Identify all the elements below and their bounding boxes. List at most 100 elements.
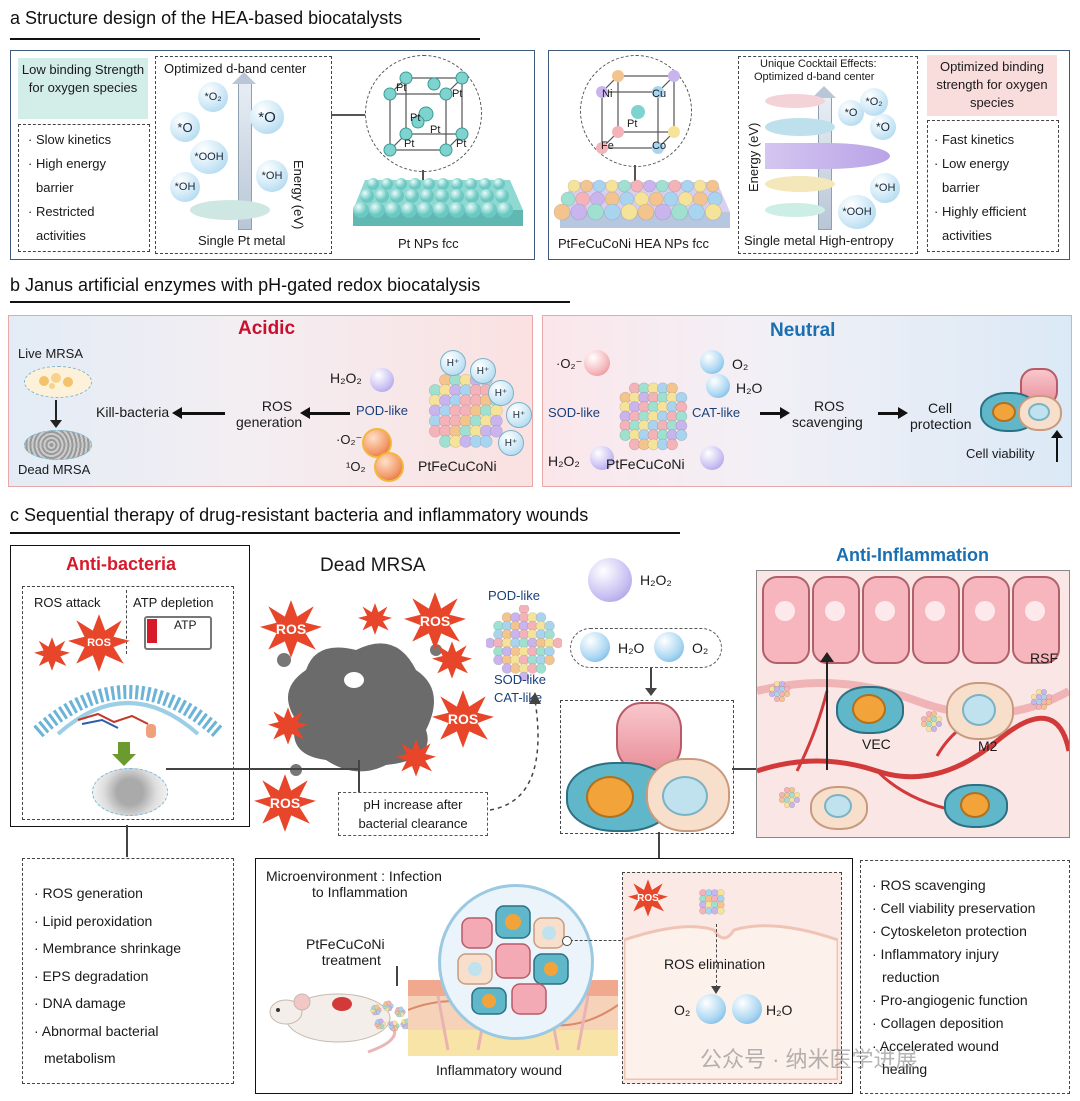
treatment-line: PtFeCuCoNi [306, 936, 385, 952]
pod-like-label: POD-like [356, 403, 409, 418]
hea-unit-cell-circle [580, 55, 692, 167]
section-a-title: a Structure design of the HEA-based bioc… [10, 8, 403, 28]
up-arrow-head [820, 652, 834, 662]
ros-star-text: ROS [637, 892, 659, 904]
anti-bacteria-bullets-box [22, 858, 234, 1084]
catalyst-label: PtFeCuCoNi [418, 458, 497, 474]
live-bacteria-dots [39, 373, 73, 389]
nanoparticle-cluster [370, 1000, 412, 1032]
species-o2: *O₂ [198, 82, 228, 112]
arrow-shaft [878, 412, 900, 415]
bullet-item: · High energy [28, 156, 107, 171]
arrow-shaft [308, 412, 350, 415]
proton-bubble: H⁺ [498, 430, 524, 456]
dead-bacteria-blob [277, 643, 442, 776]
graph-title: Optimized d-band center [164, 61, 307, 76]
ph-line: pH increase after [363, 797, 463, 812]
anti-inflammation-heading: Anti-Inflammation [836, 545, 989, 565]
ros-star: ROS [404, 590, 466, 652]
bullet-item: · ROS generation [34, 885, 143, 901]
energy-axis-label: Energy (eV) [291, 160, 306, 230]
arrow-shaft [180, 412, 225, 415]
h2o2-label: H₂O₂ [640, 572, 672, 588]
o2-label: O₂ [732, 356, 749, 372]
arrow-head [780, 407, 790, 419]
sod-like-label: SOD-like [548, 405, 601, 420]
ros-star-text: ROS [275, 621, 307, 637]
connector-line [396, 966, 398, 986]
ros-scav-line: scavenging [792, 414, 863, 430]
bullet-item: metabolism [44, 1050, 116, 1066]
sod-like-label: SOD-like [494, 672, 547, 687]
species-oh-2: *OH [256, 160, 288, 192]
dead-bacteria [24, 430, 92, 460]
nucleus [960, 792, 990, 818]
atom-label: Fe [601, 140, 614, 152]
ros-scav-line: ROS [814, 398, 845, 414]
species-ooh: *OOH [190, 140, 228, 174]
pt-unit-cell [383, 71, 469, 157]
down-arrow-head [112, 754, 136, 766]
graph-title-1: Unique Cocktail Effects: [760, 58, 877, 70]
vec-cell-2 [944, 784, 1008, 828]
cell-viability-label: Cell viability [966, 446, 1035, 461]
pt-nanoparticle-slab [353, 178, 523, 226]
ros-elimination-label: ROS elimination [664, 956, 766, 972]
anti-bacteria-bullets: · ROS generation · Lipid peroxidation · … [34, 880, 181, 1073]
nucleus [662, 776, 708, 816]
nucleus [586, 776, 634, 818]
bullet-item: · Accelerated wound [872, 1038, 999, 1054]
energy-axis-label: Energy (eV) [746, 122, 761, 192]
h2o2-bubble-right [700, 446, 724, 470]
species-o: *O [838, 100, 864, 126]
graph-title-2: Optimized d-band center [754, 71, 875, 83]
section-c-title: c Sequential therapy of drug-resistant b… [10, 505, 589, 525]
cell-prot-line: Cell [928, 400, 953, 416]
bullet-item: · Restricted [28, 204, 95, 219]
bullet-item: · Abnormal bacterial [34, 1022, 159, 1039]
species-o-large: *O [250, 100, 284, 134]
tissue-panel [756, 570, 1070, 838]
micro-title-line: to Inflammation [312, 884, 408, 900]
h2o-bubble [732, 994, 762, 1024]
bullet-item: · Collagen deposition [872, 1015, 1004, 1031]
atp-label: ATP [174, 618, 197, 632]
optimized-binding-box: Optimized binding strength for oxygen sp… [927, 55, 1057, 116]
connector-line [634, 165, 636, 190]
vec-label: VEC [862, 736, 891, 752]
proton-bubble: H⁺ [440, 350, 466, 376]
hea-unit-cell [596, 70, 680, 154]
hea-particle-middle [486, 605, 562, 681]
dead-bacteria-cluster [92, 768, 168, 816]
m2-cell [946, 682, 1014, 740]
band-purple [765, 143, 890, 169]
atom-label: Pt [404, 138, 415, 150]
arrow-shaft [760, 412, 782, 415]
nucleus [992, 402, 1016, 422]
h2o-label: H₂O [618, 640, 645, 656]
pt-np-caption: Pt NPs fcc [398, 236, 459, 251]
m2-label: M2 [978, 738, 998, 754]
connector-line [358, 760, 360, 792]
rsf-label: RSF [1030, 650, 1058, 666]
h2o-label: H₂O [736, 380, 763, 396]
bullet-item: · DNA damage [34, 995, 126, 1011]
species-ooh: *OOH [838, 195, 876, 229]
hea-np-caption: PtFeCuCoNi HEA NPs fcc [558, 236, 709, 251]
arrow-head [711, 986, 721, 994]
bullet-item: activities [36, 228, 86, 243]
tissue-drawing [757, 576, 1069, 813]
ros-star-text: ROS [87, 637, 111, 649]
dead-mrsa-label: Dead MRSA [18, 462, 90, 477]
watermark: 公众号 · 纳米医学进展 [700, 1047, 918, 1072]
band-blue [765, 118, 835, 136]
connector-line [658, 832, 660, 858]
energy-arrow-head [232, 72, 256, 84]
graph-caption: Single metal High-entropy [744, 233, 894, 248]
micro-title-line: Microenvironment : Infection [266, 868, 442, 884]
o2-bubble [700, 350, 724, 374]
